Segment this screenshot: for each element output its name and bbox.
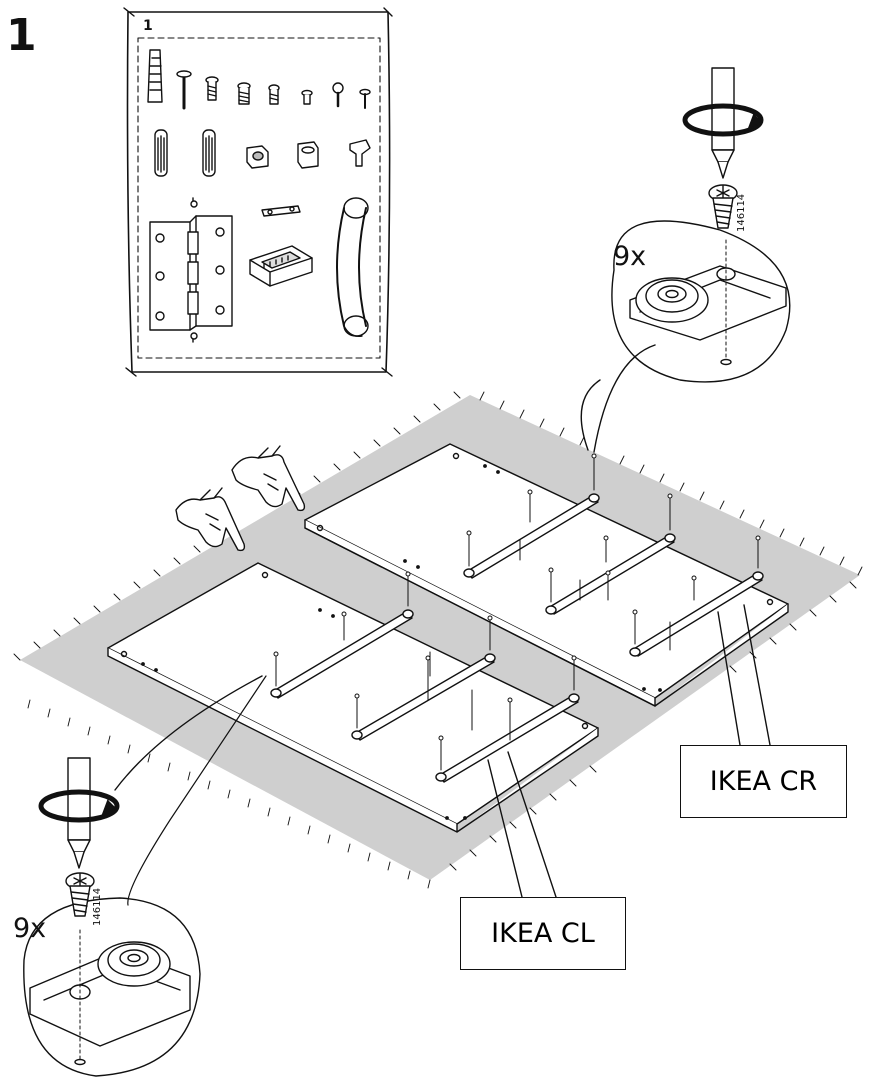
protective-mat	[20, 395, 860, 880]
detail-callout-right	[580, 220, 791, 451]
screwdriver-rotate-icon	[682, 67, 764, 179]
hardware-row-cams-icon	[154, 129, 371, 177]
screw-icon-left	[65, 872, 95, 917]
hardware-row-screws-icon	[147, 49, 371, 110]
detail-callout-left	[23, 897, 201, 1077]
magnetic-latch-icon	[249, 245, 313, 287]
panel-label-cl: IKEA CL	[460, 897, 626, 970]
panel-label-cl-text: IKEA CL	[491, 918, 595, 949]
panel-label-cr: IKEA CR	[680, 745, 847, 818]
mounting-plate-icon	[261, 205, 301, 217]
leader-right	[593, 344, 656, 453]
fittings-bag	[123, 7, 393, 377]
handle-icon	[336, 197, 369, 337]
screwdriver-rotate-icon-left	[38, 757, 120, 869]
screw-icon	[708, 184, 738, 229]
mat-fringe	[13, 391, 863, 889]
screw-markers	[273, 453, 761, 771]
step-number: 1	[6, 10, 37, 61]
pointer-cr	[717, 604, 771, 746]
hinge-icon	[149, 197, 233, 343]
part-number-left: 146114	[92, 887, 103, 926]
quantity-label-left: 9x	[13, 913, 47, 944]
pointer-cl	[487, 751, 557, 898]
two-person-hands-icon	[175, 445, 306, 552]
rail-brackets	[270, 493, 764, 783]
panel-label-cr-text: IKEA CR	[709, 766, 818, 797]
quantity-label-right: 9x	[613, 241, 647, 272]
part-number-right: 146114	[736, 193, 747, 232]
bag-number: 1	[143, 18, 153, 34]
leader-left	[114, 675, 263, 791]
